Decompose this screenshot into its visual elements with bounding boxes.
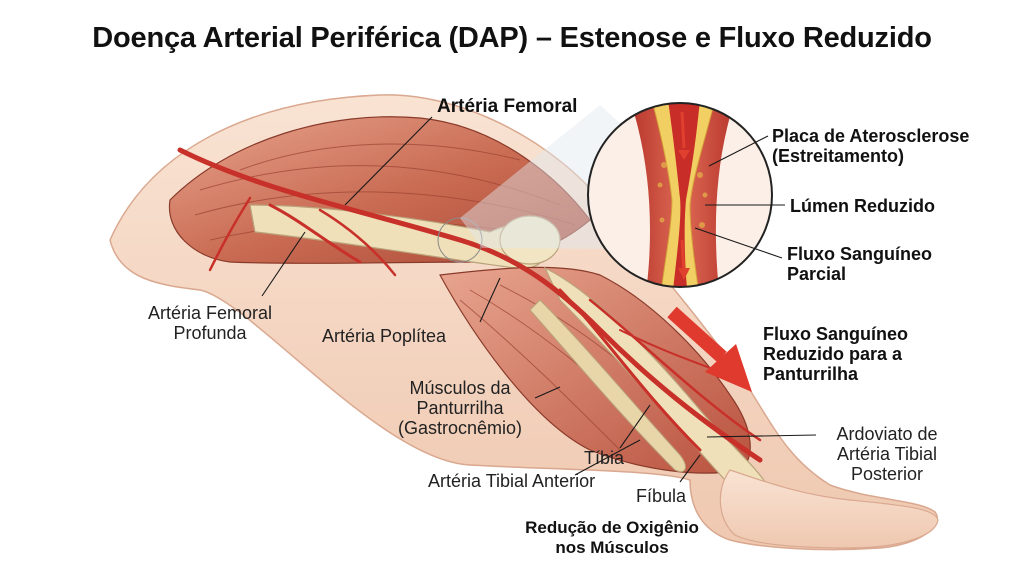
label-reduced-blood-flow-calf: Fluxo Sanguíneo Reduzido para a Panturri… [763, 324, 909, 384]
leader-lines [261, 116, 817, 483]
thigh-fibers [194, 143, 576, 241]
zoom-source-marker [437, 217, 483, 263]
foot [719, 469, 939, 549]
label-popliteal-artery: Artéria Poplítea [322, 326, 447, 346]
reduced-flow-arrow [667, 306, 752, 392]
label-anterior-tibial-artery: Artéria Tibial Anterior [428, 471, 596, 491]
patella [499, 215, 561, 265]
stenosis-magnifier [587, 102, 773, 288]
label-oxygen-reduction: Redução de Oxigênio nos Músculos [525, 518, 699, 557]
label-calf-muscles: Músculos da Panturrilha (Gastrocnêmio) [397, 378, 523, 438]
label-atherosclerosis-plaque: Placa de Aterosclerose (Estreitamento) [772, 126, 970, 166]
label-femoral-artery: Artéria Femoral [437, 96, 578, 117]
label-partial-blood-flow: Fluxo Sanguíneo Parcial [787, 244, 933, 284]
label-posterior-tibial-artery: Ardoviato de Artéria Tibial Posterior [836, 424, 938, 484]
label-deep-femoral-artery: Artéria Femoral Profunda [147, 303, 273, 343]
label-tibia: Tíbia [584, 448, 625, 468]
flow-arrow-bottom [680, 239, 686, 273]
label-fibula: Fíbula [636, 486, 687, 506]
artery-network [177, 147, 763, 463]
label-reduced-lumen: Lúmen Reduzido [790, 196, 935, 216]
page-title: Doença Arterial Periférica (DAP) – Esten… [92, 22, 932, 54]
fibula-bone [529, 299, 686, 473]
flow-arrow-top [680, 111, 686, 149]
